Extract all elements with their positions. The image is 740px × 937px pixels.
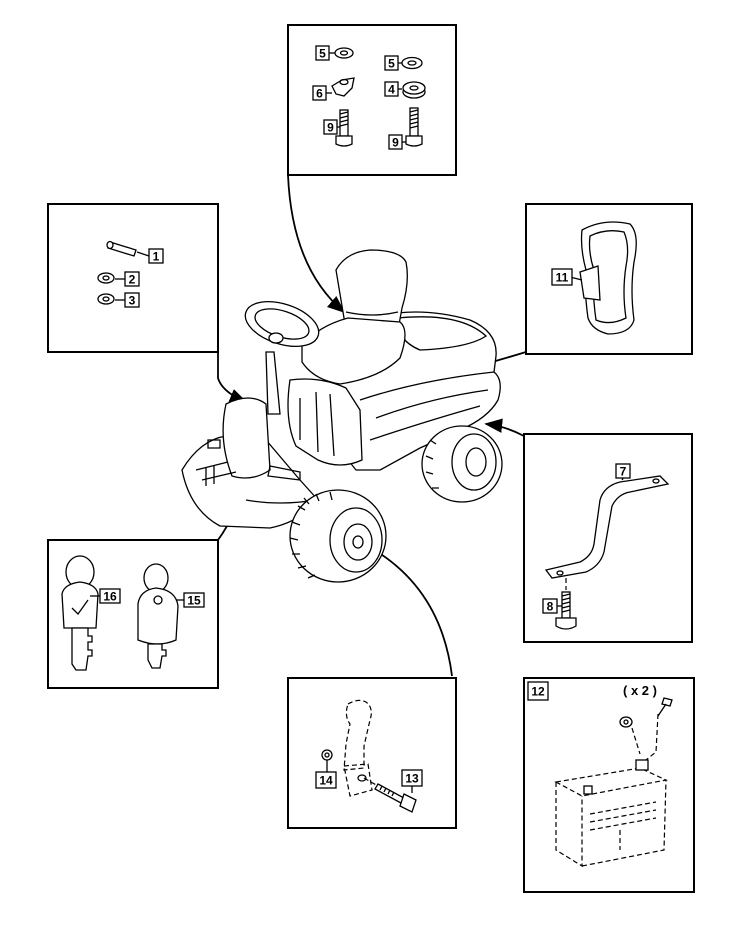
- brake-lever-icon: [343, 699, 373, 797]
- detail-box-bracket: 7 8: [523, 433, 693, 643]
- seat: [301, 249, 408, 385]
- part-label-15: 15: [187, 594, 201, 608]
- spacer-icon: [402, 81, 426, 99]
- part-label-16: 16: [103, 590, 117, 604]
- front-body: [181, 397, 319, 529]
- part-label-9b: 9: [392, 136, 399, 150]
- bolt-icon: [335, 109, 353, 147]
- wing-nut-icon: [331, 77, 355, 97]
- front-wheel: [289, 489, 387, 583]
- bolt-icon: [555, 578, 577, 630]
- detail-box-pins-washers: 1 2 3: [47, 203, 219, 353]
- pin-icon: [106, 240, 137, 257]
- bolt-icon: [363, 777, 417, 813]
- key-icon: [61, 555, 99, 671]
- battery-nut-icon: [619, 716, 641, 755]
- detail-box-keys: 16 15: [47, 539, 219, 689]
- battery-icon: [554, 759, 668, 868]
- part-label-7: 7: [620, 465, 627, 479]
- part-label-5b: 5: [388, 57, 395, 71]
- part-label-3: 3: [129, 294, 136, 308]
- washer-icon: [401, 56, 423, 70]
- steering-wheel: [244, 300, 320, 415]
- bracket-icon: [544, 475, 670, 579]
- bolt-icon: [405, 107, 423, 147]
- part-label-12: 12: [531, 685, 545, 699]
- part-label-13: 13: [405, 772, 419, 786]
- detail-box-battery: 12 ( x 2 ): [523, 677, 695, 893]
- detail-box-brake-lever: 14 13: [287, 677, 457, 829]
- label-box-3: [124, 292, 140, 308]
- part-label-14: 14: [319, 774, 333, 788]
- part-label-2: 2: [129, 273, 136, 287]
- center-body: [287, 378, 363, 466]
- part-label-8: 8: [547, 600, 554, 614]
- detail-box-handle: 11: [525, 203, 693, 355]
- quantity-note: ( x 2 ): [623, 683, 657, 698]
- key-icon: [137, 563, 179, 669]
- part-label-5a: 5: [319, 47, 326, 61]
- part-label-6: 6: [316, 87, 323, 101]
- ride-on-mower-illustration: [181, 249, 503, 583]
- washer-icon: [334, 47, 354, 59]
- rear-wheel: [421, 425, 503, 503]
- callout-line-seat-hardware: [287, 174, 346, 314]
- handle-grip-icon: [579, 221, 637, 335]
- callout-line-bracket: [484, 418, 525, 437]
- part-label-11: 11: [556, 271, 569, 285]
- part-label-9a: 9: [327, 121, 334, 135]
- callout-line-pins: [217, 352, 248, 403]
- label-box-2: [124, 271, 140, 287]
- battery-bolt-icon: [645, 697, 673, 761]
- label-box-1: [148, 248, 164, 264]
- washer-icon: [321, 749, 333, 761]
- lock-washer-icon: [97, 293, 115, 305]
- part-label-1: 1: [153, 250, 160, 264]
- detail-box-seat-hardware: 5 6 9 5 4 9: [287, 24, 457, 176]
- washer-icon: [97, 272, 115, 284]
- part-label-4: 4: [388, 83, 395, 97]
